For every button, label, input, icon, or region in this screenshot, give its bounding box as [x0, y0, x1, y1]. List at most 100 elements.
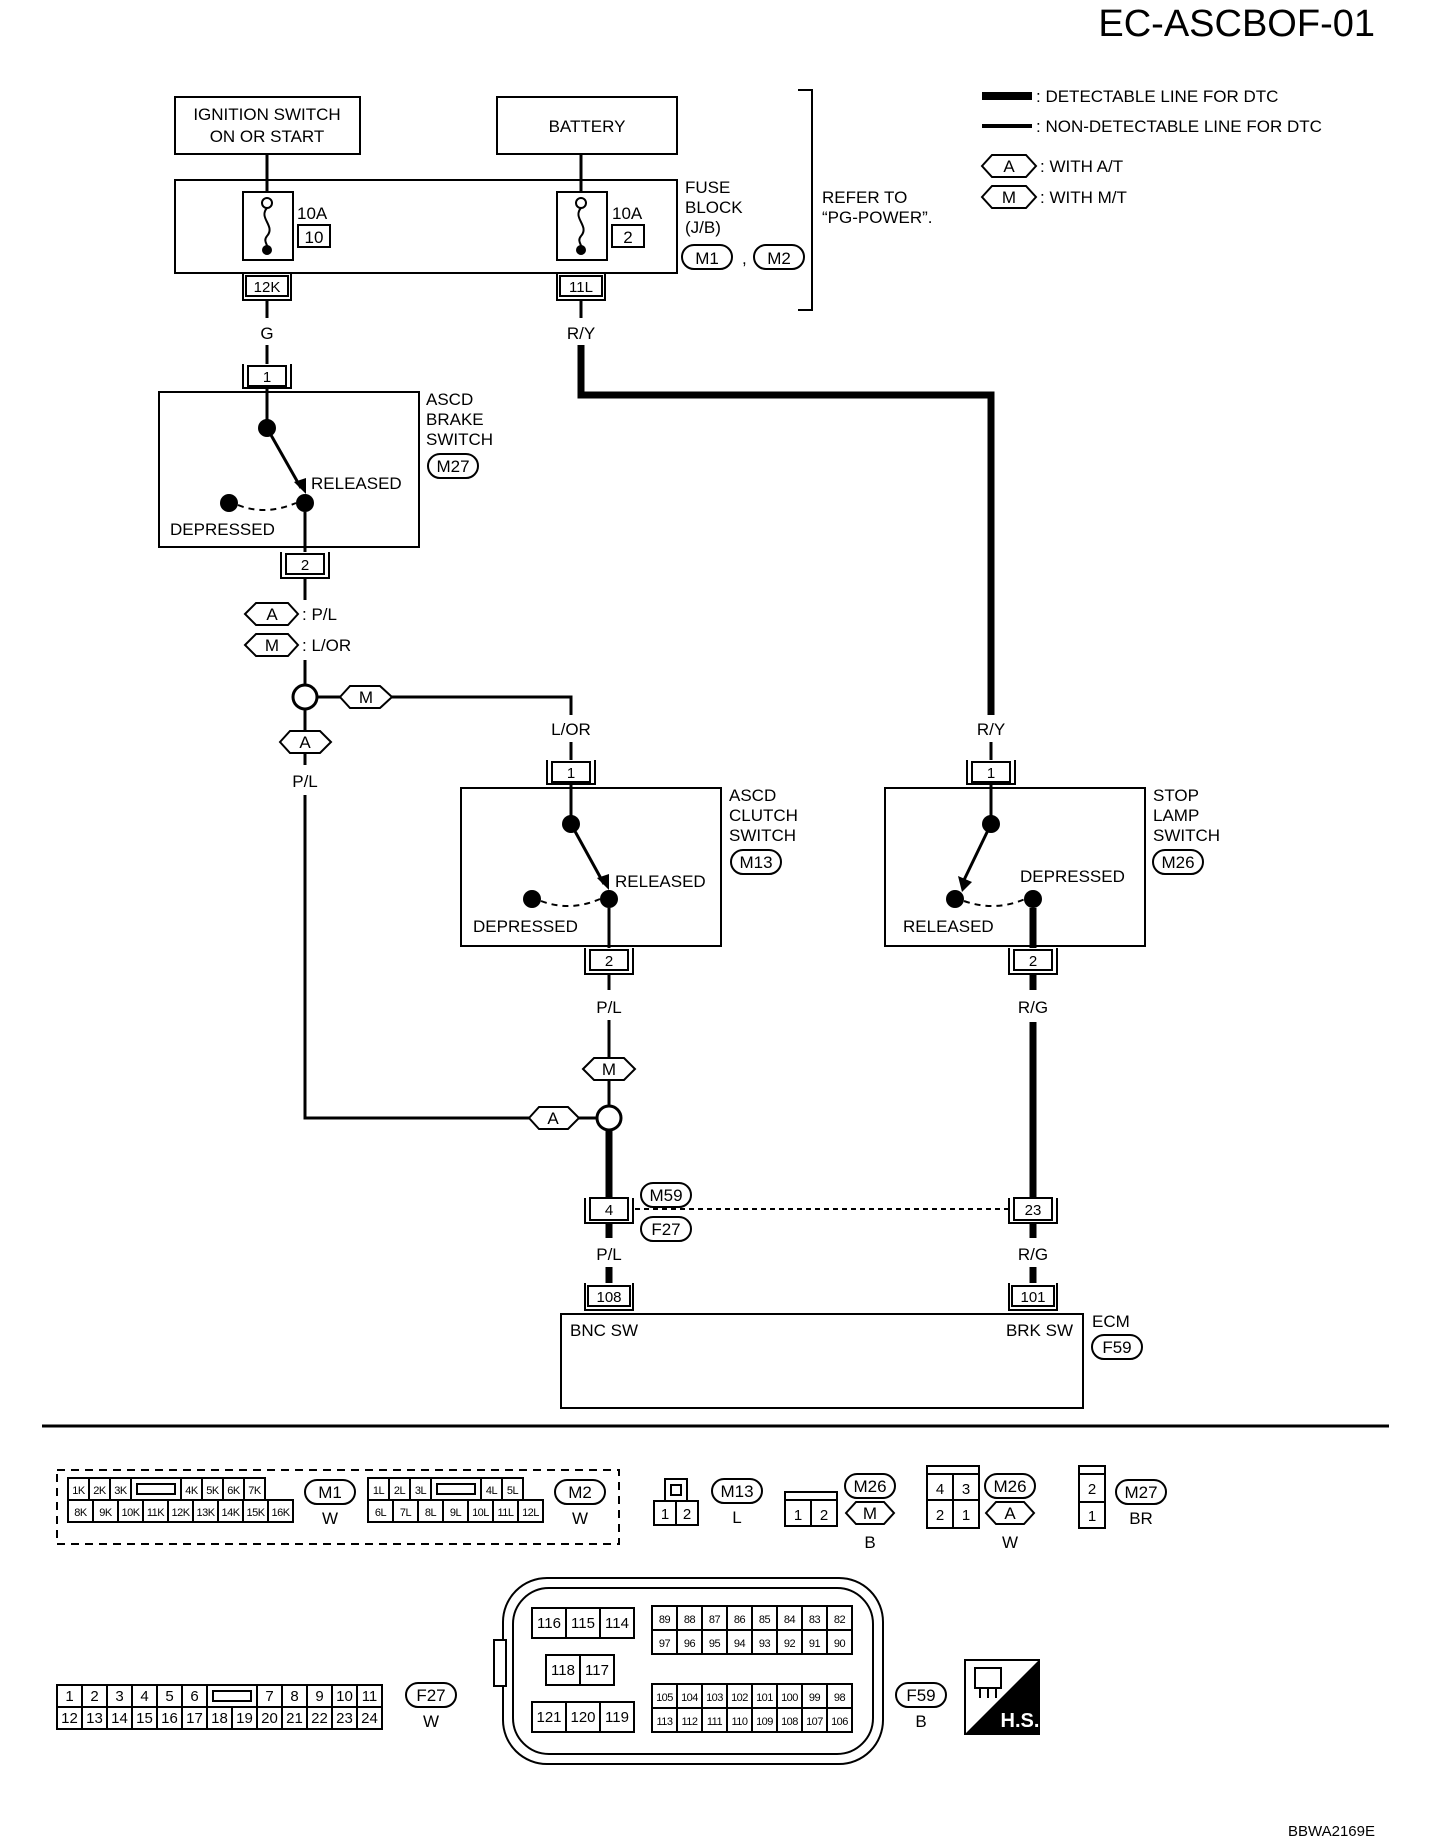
m27-pin-1: 1	[1088, 1508, 1096, 1525]
fuse-block-label-3: (J/B)	[685, 218, 721, 237]
f27-pin-23: 23	[336, 1710, 353, 1727]
m1-pin-8K: 8K	[74, 1507, 88, 1519]
f59-pin-93: 93	[759, 1638, 771, 1650]
f27-pin-6: 6	[190, 1688, 198, 1705]
f59-pin-107: 107	[806, 1716, 823, 1728]
m26a-pin-2: 2	[936, 1507, 944, 1524]
clutch-name-1: ASCD	[729, 786, 776, 805]
legend: : DETECTABLE LINE FOR DTC : NON-DETECTAB…	[980, 87, 1322, 209]
clutch-wire-out: P/L	[596, 998, 622, 1017]
tag-a-bottom-text: A	[547, 1109, 559, 1128]
f27-pin-11: 11	[362, 1688, 378, 1705]
f59-color: B	[915, 1712, 926, 1731]
m26a-color: W	[1002, 1533, 1018, 1552]
joint-m59: M59	[649, 1186, 682, 1205]
f27-pin-16: 16	[161, 1710, 178, 1727]
fuse1-number: 10	[305, 228, 324, 247]
f59-pin-87: 87	[709, 1614, 721, 1626]
f27-pin-21: 21	[286, 1710, 303, 1727]
f59-pin-118: 118	[551, 1662, 575, 1679]
m2-pin-6L: 6L	[375, 1507, 387, 1519]
ignition-label-2: ON OR START	[210, 127, 325, 146]
ecm: 108 101 BNC SW BRK SW ECM F59	[560, 1283, 1143, 1409]
m26m-pin-1: 1	[794, 1507, 802, 1524]
f59-pin-109: 109	[756, 1716, 773, 1728]
f59-pin-96: 96	[684, 1638, 696, 1650]
clutch-name-3: SWITCH	[729, 826, 796, 845]
hs-label: H.S.	[1001, 1710, 1040, 1732]
ascd-brake-switch: 1 RELEASED DEPRESSED 2 ASCD BRAKE SWITCH…	[158, 364, 493, 579]
f27-pin-22: 22	[311, 1710, 328, 1727]
f59-pin-106: 106	[831, 1716, 848, 1728]
m1-pin-14K: 14K	[221, 1507, 240, 1519]
legend-with-mt: : WITH M/T	[1040, 188, 1127, 207]
ecm-pin-108: 108	[596, 1289, 621, 1306]
m2-pin-11L: 11L	[497, 1507, 513, 1519]
m26m-color: B	[864, 1533, 875, 1552]
legend-non-detectable: : NON-DETECTABLE LINE FOR DTC	[1036, 117, 1322, 136]
f59-pin-91: 91	[809, 1638, 821, 1650]
f27-pin-9: 9	[315, 1688, 323, 1705]
f27-pin-12: 12	[61, 1710, 78, 1727]
f59-pin-114: 114	[605, 1615, 629, 1632]
m1-pin-16K: 16K	[271, 1507, 290, 1519]
m1-pin-9K: 9K	[99, 1507, 113, 1519]
f27-pin-15: 15	[136, 1710, 153, 1727]
m27-pin-2: 2	[1088, 1481, 1096, 1498]
brake-depressed: DEPRESSED	[170, 520, 275, 539]
m27-id: M27	[1124, 1483, 1157, 1502]
fuse1-connector: 12K	[242, 273, 292, 301]
stop-lamp-name-3: SWITCH	[1153, 826, 1220, 845]
joint-f27: F27	[651, 1220, 680, 1239]
stop-lamp-name-1: STOP	[1153, 786, 1199, 805]
stop-lamp-name-2: LAMP	[1153, 806, 1199, 825]
f27-pin-18: 18	[211, 1710, 228, 1727]
f27-pin-3: 3	[115, 1688, 123, 1705]
clutch-wire-in: L/OR	[551, 720, 591, 739]
joint-wire-rg: R/G	[1018, 1245, 1048, 1264]
m1-pin-1K: 1K	[72, 1485, 86, 1497]
m1-pin-2K: 2K	[93, 1485, 107, 1497]
f59-pin-110: 110	[731, 1716, 747, 1728]
brake-name-1: ASCD	[426, 390, 473, 409]
fuse-block-label-2: BLOCK	[685, 198, 743, 217]
m1-pin-13K: 13K	[196, 1507, 215, 1519]
f27-pin-7: 7	[265, 1688, 273, 1705]
ignition-switch-box: IGNITION SWITCH ON OR START	[174, 96, 361, 155]
f59-pin-119: 119	[605, 1709, 629, 1726]
legend-a-tag: A	[1003, 157, 1015, 176]
brake-wire-pl: : P/L	[302, 605, 337, 624]
f27-pin-2: 2	[90, 1688, 98, 1705]
fuse-block: 10A 10 10A 2 FUSE BLOCK (J/B) M1 , M2 RE…	[174, 89, 933, 311]
m26a-pin-1: 1	[962, 1507, 970, 1524]
m1-pin-10K: 10K	[121, 1507, 140, 1519]
fuse-block-label-1: FUSE	[685, 178, 730, 197]
brake-wire-lor: : L/OR	[302, 636, 351, 655]
m2-pin-1L: 1L	[373, 1485, 385, 1497]
f27-pin-4: 4	[140, 1688, 148, 1705]
fuse-conn-m1: M1	[695, 249, 719, 268]
m26a-tag: A	[1004, 1504, 1016, 1523]
f59-pin-108: 108	[781, 1716, 798, 1728]
m1-pin-3K: 3K	[114, 1485, 128, 1497]
m2-color: W	[572, 1509, 588, 1528]
battery-box: BATTERY	[496, 96, 678, 155]
wire-ry-run	[577, 345, 995, 715]
f27-pin-24: 24	[361, 1710, 378, 1727]
brake-pin-2: 2	[301, 557, 309, 574]
f59-pin-92: 92	[784, 1638, 796, 1650]
m27-color: BR	[1129, 1509, 1153, 1528]
legend-m-tag: M	[1002, 188, 1016, 207]
m26m-pin-2: 2	[820, 1507, 828, 1524]
joint-wire-pl: P/L	[596, 1245, 622, 1264]
m1-pin-4K: 4K	[185, 1485, 199, 1497]
f59-pin-115: 115	[571, 1615, 595, 1632]
f59-pin-95: 95	[709, 1638, 721, 1650]
f27-color: W	[423, 1712, 439, 1731]
stop-lamp-pin-2: 2	[1029, 953, 1037, 970]
